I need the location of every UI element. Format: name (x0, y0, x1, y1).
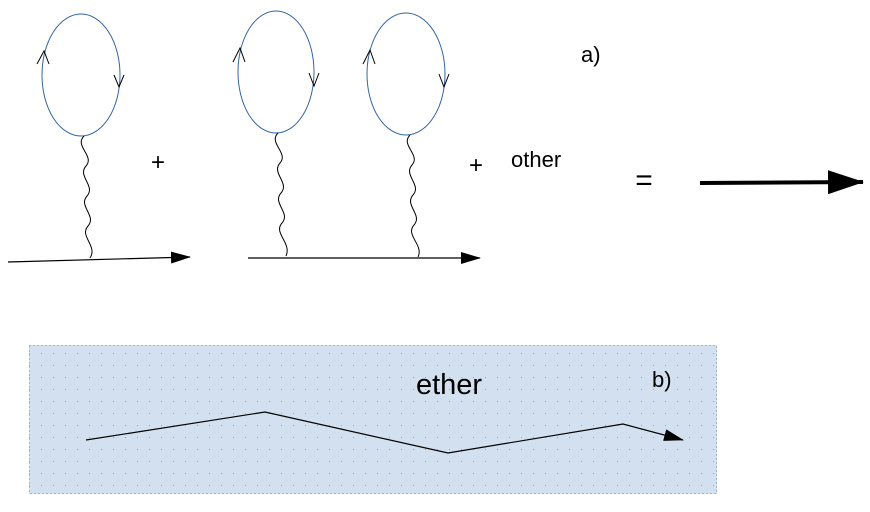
loop-1-arrow-down (113, 74, 125, 89)
loop-3-arrow-up (362, 48, 376, 65)
result-arrow (699, 170, 864, 195)
loop-3 (366, 12, 446, 136)
zigzag-path (85, 411, 684, 454)
fermion-line-1 (7, 251, 191, 264)
panel-a-label: a) (581, 42, 601, 67)
wavy-line-3 (406, 134, 420, 258)
ether-text: ether (416, 369, 482, 401)
diagram-2-two-loops (232, 10, 481, 264)
ether-panel: ether b) (29, 345, 717, 494)
ether-dots (29, 345, 717, 494)
plus-sign-2: + (469, 152, 483, 179)
panel-b-label: b) (652, 367, 672, 392)
loop-2-arrow-down (308, 72, 320, 88)
loop-3-arrow-down (438, 73, 450, 89)
loop-1 (41, 13, 121, 137)
plus-sign-1: + (151, 149, 165, 176)
loop-1-arrow-up (36, 49, 50, 65)
wavy-line-1 (80, 135, 93, 259)
wavy-line-2 (274, 132, 288, 257)
equals-sign: = (635, 164, 653, 197)
ether-border (29, 345, 717, 494)
diagram-1-loop (7, 13, 191, 264)
other-text: other (511, 147, 561, 172)
loop-2 (237, 10, 315, 134)
loop-2-arrow-up (232, 46, 246, 63)
